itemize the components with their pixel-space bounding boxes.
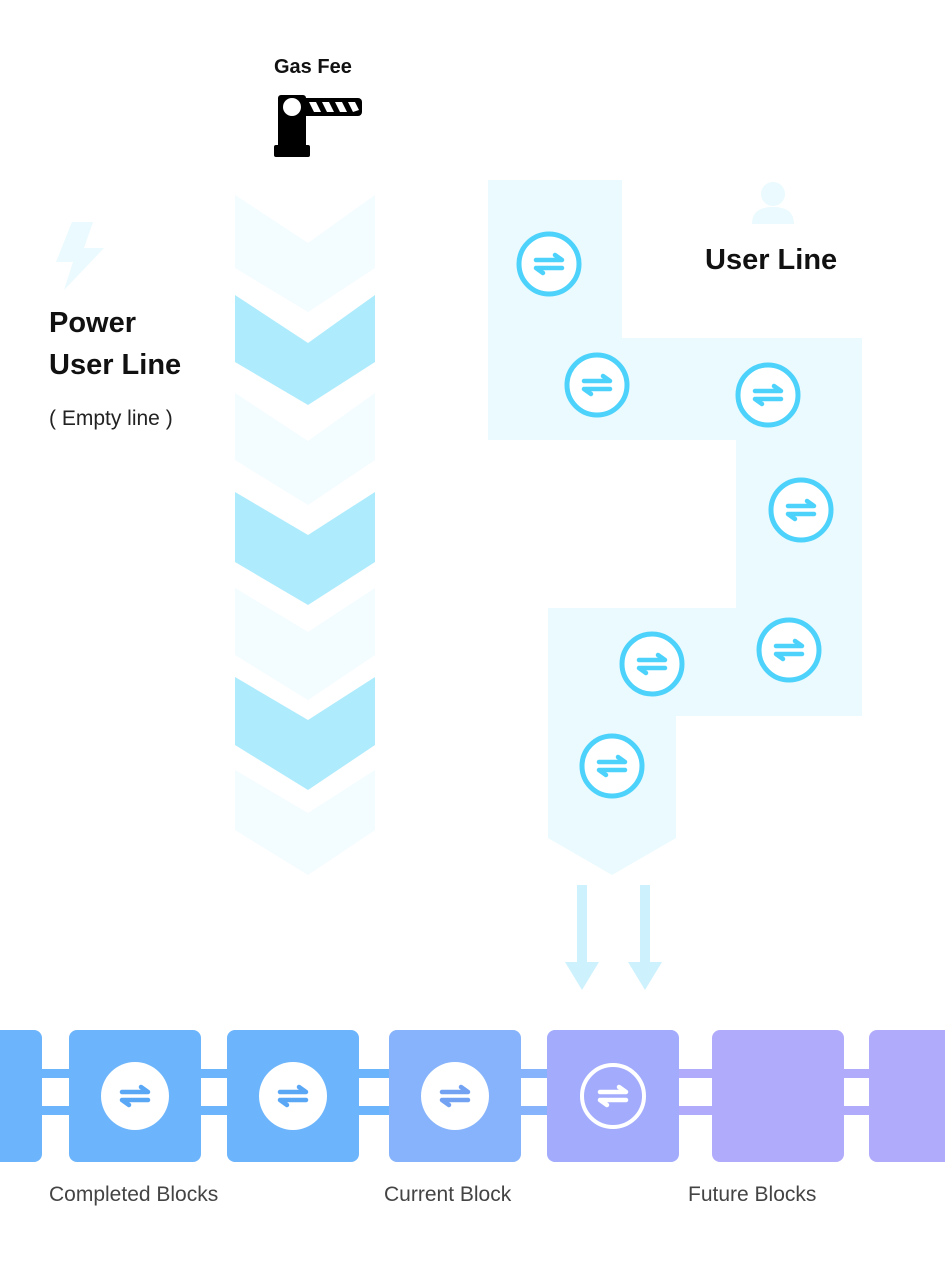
- down-arrow: [640, 885, 650, 965]
- completed-blocks-label: Completed Blocks: [49, 1183, 219, 1206]
- chain-link: [842, 1106, 871, 1115]
- block-completed: [227, 1030, 359, 1162]
- power-user-chevrons: [235, 195, 375, 875]
- transaction-icon: [619, 631, 685, 697]
- block-future: [712, 1030, 844, 1162]
- chain-link: [357, 1106, 391, 1115]
- transaction-icon: [421, 1062, 489, 1130]
- chain-link: [199, 1106, 229, 1115]
- user-transactions: [516, 231, 834, 799]
- block-current-filling: [547, 1030, 679, 1162]
- future-blocks-label: Future Blocks: [688, 1183, 817, 1206]
- user-icon: [752, 182, 794, 224]
- transaction-icon: [579, 733, 645, 799]
- block-completed: [69, 1030, 201, 1162]
- chain-link: [519, 1069, 549, 1078]
- transaction-icon: [735, 362, 801, 428]
- transaction-icon: [259, 1062, 327, 1130]
- chevron: [235, 195, 375, 312]
- power-user-line-note: ( Empty line ): [49, 407, 173, 430]
- transaction-icon: [768, 477, 834, 543]
- power-user-line-title: Power User Line: [49, 302, 181, 386]
- lightning-icon: [56, 222, 104, 290]
- chain-connectors: [40, 1069, 871, 1115]
- chain-link: [842, 1069, 871, 1078]
- chain-link: [40, 1106, 71, 1115]
- toll-barrier-icon: [274, 95, 362, 157]
- chevron: [235, 295, 375, 405]
- chevron: [235, 677, 375, 790]
- power-user-line-title-line2: User Line: [49, 349, 182, 381]
- user-line-title: User Line: [705, 244, 838, 276]
- transaction-icon: [101, 1062, 169, 1130]
- block-future: [869, 1030, 945, 1162]
- user-line-region: [488, 180, 862, 875]
- transaction-icon: [580, 1063, 646, 1129]
- chain-link: [519, 1106, 549, 1115]
- current-block-label: Current Block: [384, 1183, 512, 1206]
- chain-link: [357, 1069, 391, 1078]
- block-chain: [0, 1030, 945, 1162]
- chevron: [235, 770, 375, 875]
- block-completed: [0, 1030, 42, 1162]
- transaction-icon: [756, 617, 822, 683]
- transaction-icon: [564, 352, 630, 418]
- down-arrow: [577, 885, 587, 965]
- transaction-icon: [516, 231, 582, 297]
- chevron: [235, 492, 375, 605]
- block-current: [389, 1030, 521, 1162]
- gas-fee-label: Gas Fee: [274, 56, 352, 78]
- chain-link: [199, 1069, 229, 1078]
- chain-link: [40, 1069, 71, 1078]
- power-user-line-title-line1: Power: [49, 307, 137, 339]
- chevron: [235, 588, 375, 700]
- chevron: [235, 393, 375, 505]
- chain-link: [677, 1106, 714, 1115]
- submit-arrows: [565, 885, 662, 990]
- chain-link: [677, 1069, 714, 1078]
